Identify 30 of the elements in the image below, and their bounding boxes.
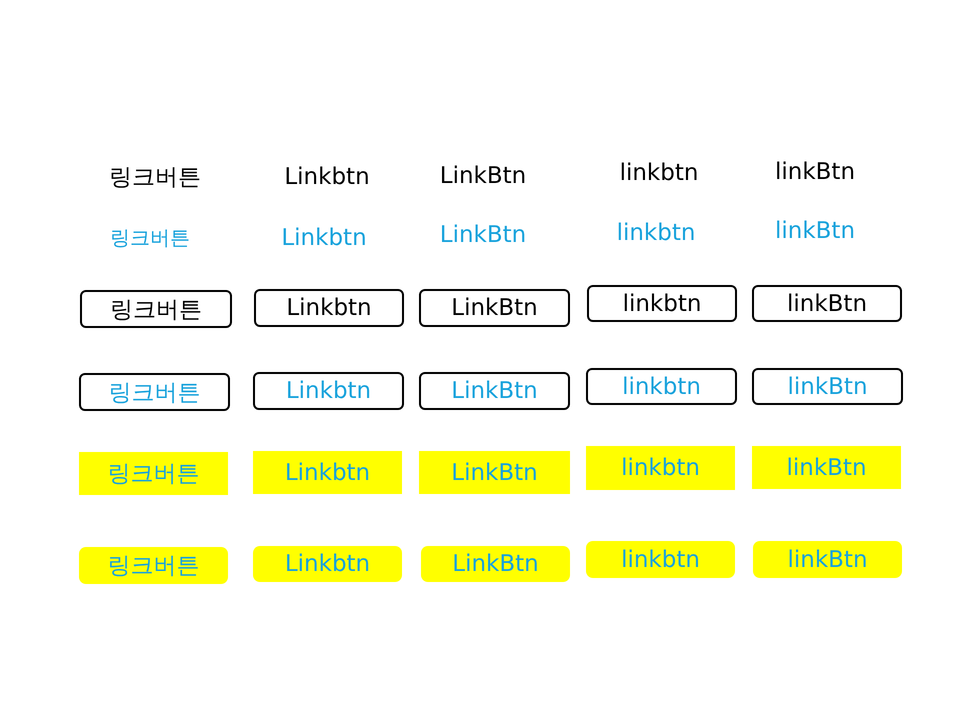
- link-button: Linkbtn: [253, 451, 402, 494]
- link-button: 링크버튼: [79, 547, 228, 584]
- link-button: linkBtn: [752, 368, 903, 405]
- link-text: Linkbtn: [281, 225, 367, 251]
- link-button: linkbtn: [587, 285, 737, 322]
- link-text: linkBtn: [774, 159, 856, 185]
- link-text: Linkbtn: [284, 164, 370, 190]
- link-button: Linkbtn: [254, 289, 404, 327]
- link-button: linkBtn: [753, 541, 902, 578]
- link-text: 링크버튼: [110, 224, 190, 252]
- link-button: Linkbtn: [253, 372, 404, 410]
- link-text: linkbtn: [620, 160, 698, 186]
- link-button: LinkBtn: [421, 546, 570, 582]
- link-button: linkBtn: [752, 446, 901, 489]
- link-button: Linkbtn: [253, 546, 402, 582]
- link-button: linkBtn: [752, 285, 902, 322]
- link-button: linkbtn: [586, 368, 737, 405]
- link-text: linkBtn: [774, 218, 856, 244]
- link-button: LinkBtn: [419, 289, 570, 327]
- link-button: linkbtn: [586, 541, 735, 578]
- link-button: linkbtn: [586, 446, 735, 490]
- link-text: linkbtn: [616, 220, 696, 246]
- link-button: 링크버튼: [79, 452, 228, 495]
- link-button: 링크버튼: [80, 290, 232, 328]
- link-text: LinkBtn: [440, 222, 526, 248]
- link-button: LinkBtn: [419, 372, 570, 410]
- link-button: 링크버튼: [79, 373, 230, 411]
- link-button: LinkBtn: [419, 451, 570, 494]
- link-text: LinkBtn: [440, 163, 526, 189]
- link-text: 링크버튼: [109, 164, 201, 192]
